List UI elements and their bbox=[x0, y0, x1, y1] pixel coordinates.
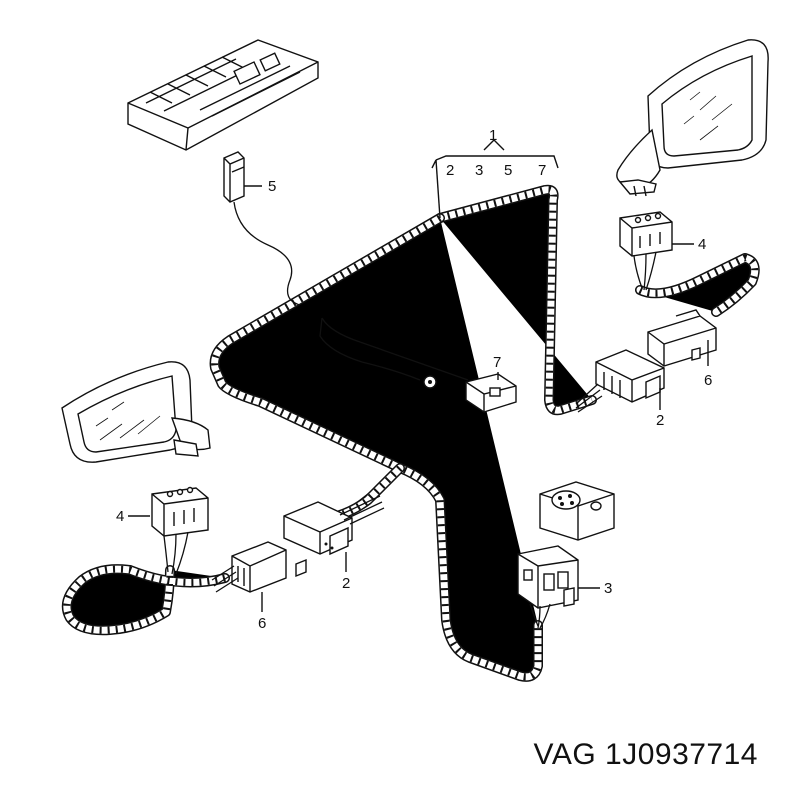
connector-5-icon bbox=[223, 151, 245, 203]
left-mirror-icon bbox=[61, 361, 211, 463]
callout-1-sub-3: 3 bbox=[475, 162, 483, 179]
connector-7-icon bbox=[465, 373, 517, 413]
callout-1: 1 bbox=[489, 127, 497, 144]
ground-wire-7 bbox=[319, 317, 469, 389]
callout-1-sub-7: 7 bbox=[538, 162, 546, 179]
callout-labels: 1 2 3 5 7 5 4 6 2 7 4 6 2 3 bbox=[116, 127, 712, 632]
callout-7: 7 bbox=[493, 354, 501, 371]
callout-3: 3 bbox=[604, 580, 612, 597]
relay-box-icon bbox=[127, 39, 319, 151]
part-number-label: VAG 1J0937714 bbox=[533, 738, 758, 771]
callout-1-sub-2: 2 bbox=[446, 162, 454, 179]
callout-1-sub-5: 5 bbox=[504, 162, 512, 179]
connector-4-left-icon bbox=[151, 486, 209, 575]
connector-3-icon bbox=[517, 545, 579, 629]
callout-6-right: 6 bbox=[704, 372, 712, 389]
right-mirror-icon bbox=[616, 39, 769, 197]
connector-2-left-icon bbox=[283, 495, 385, 556]
connector-4-right-icon bbox=[619, 211, 673, 291]
callout-5: 5 bbox=[268, 178, 276, 195]
callout-4-right: 4 bbox=[698, 236, 706, 253]
connector-6-left-icon bbox=[211, 541, 307, 593]
callout-6-left: 6 bbox=[258, 615, 266, 632]
socket-icon bbox=[539, 481, 615, 541]
callout-2-right: 2 bbox=[656, 412, 664, 429]
callout-4-left: 4 bbox=[116, 508, 124, 525]
thin-wire-5 bbox=[233, 201, 301, 306]
callout-2-left: 2 bbox=[342, 575, 350, 592]
connector-6-right-icon bbox=[647, 309, 717, 367]
leader-lines bbox=[128, 139, 709, 612]
connector-2-right-icon bbox=[575, 349, 665, 413]
